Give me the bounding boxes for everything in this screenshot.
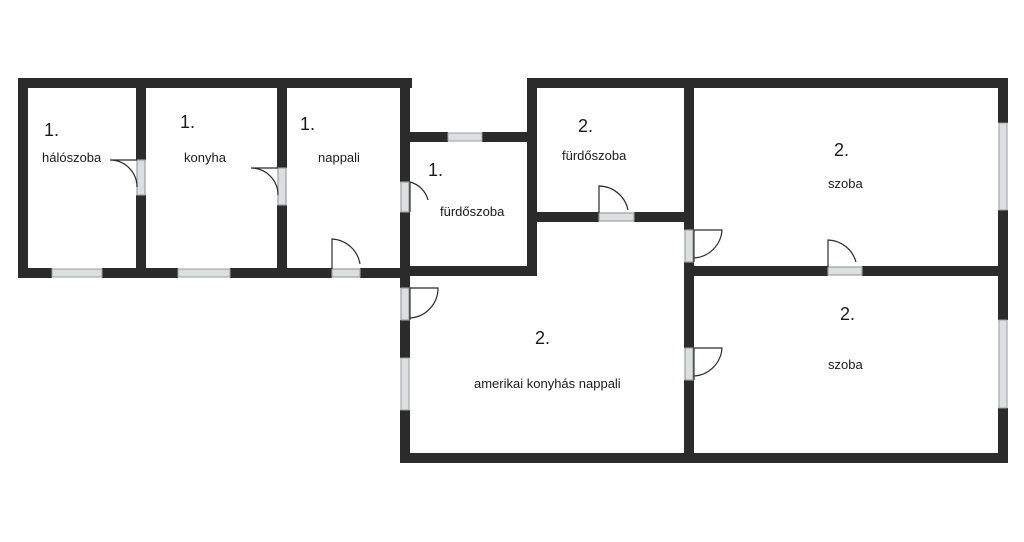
room-number: 1. bbox=[428, 160, 443, 180]
room-name: fürdőszoba bbox=[440, 204, 505, 219]
window bbox=[447, 132, 483, 142]
room-name: amerikai konyhás nappali bbox=[474, 376, 621, 391]
room-name: nappali bbox=[318, 150, 360, 165]
room-number: 1. bbox=[180, 112, 195, 132]
window bbox=[998, 122, 1008, 211]
room-name: hálószoba bbox=[42, 150, 102, 165]
room-name: fürdőszoba bbox=[562, 148, 627, 163]
window bbox=[998, 319, 1008, 409]
walls bbox=[18, 78, 1008, 463]
doors bbox=[109, 159, 863, 381]
room-labels: 1. hálószoba 1. konyha 1. nappali 1. für… bbox=[42, 112, 863, 391]
room-number: 2. bbox=[840, 304, 855, 324]
room-number: 2. bbox=[535, 328, 550, 348]
window bbox=[400, 357, 410, 411]
room-number: 1. bbox=[44, 120, 59, 140]
room-number: 1. bbox=[300, 114, 315, 134]
window bbox=[177, 268, 231, 278]
room-name: szoba bbox=[828, 176, 863, 191]
window bbox=[51, 268, 103, 278]
room-name: szoba bbox=[828, 357, 863, 372]
room-name: konyha bbox=[184, 150, 227, 165]
room-number: 2. bbox=[834, 140, 849, 160]
room-number: 2. bbox=[578, 116, 593, 136]
windows bbox=[51, 122, 1008, 411]
